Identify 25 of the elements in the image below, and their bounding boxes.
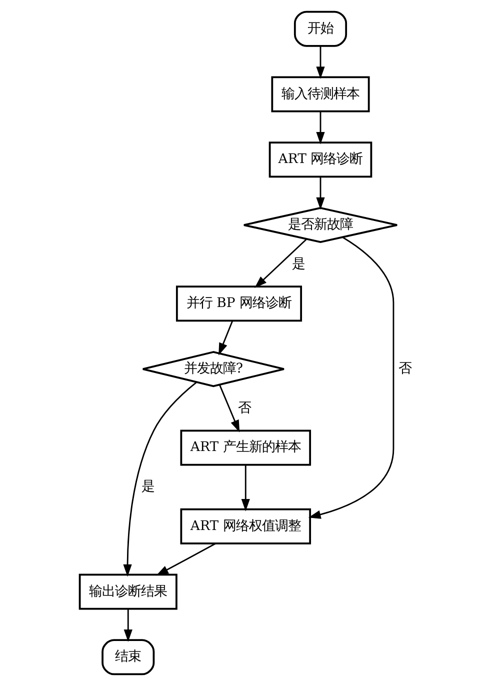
node-diamond: 并发故障? xyxy=(141,351,284,388)
arrow xyxy=(156,542,216,576)
edge-label: 否 xyxy=(398,362,411,377)
node-box: 输入待测样本 xyxy=(270,76,370,112)
node-box: ART 产生新的样本 xyxy=(180,430,311,466)
node-box: 并行 BP 网络诊断 xyxy=(175,286,302,322)
edge-label: 是 xyxy=(141,480,154,495)
arrow xyxy=(254,238,306,288)
node-box: ART 网络诊断 xyxy=(268,142,372,178)
arrow xyxy=(218,384,240,432)
node-box: 开始 xyxy=(293,10,347,47)
edge-label: 是 xyxy=(292,256,305,272)
arrow xyxy=(316,112,324,144)
arrow xyxy=(240,464,250,512)
edge-label: 否 xyxy=(238,400,251,416)
node-box: 输出诊断结果 xyxy=(78,574,177,610)
node-box: 结束 xyxy=(101,639,154,676)
node-box: ART 网络权值调整 xyxy=(180,508,311,544)
node-diamond: 是否新故障 xyxy=(242,206,398,244)
arrow xyxy=(122,382,197,577)
arrow xyxy=(218,320,233,356)
arrow xyxy=(123,609,132,642)
arrow xyxy=(316,46,324,79)
arrow xyxy=(308,236,394,519)
arrow xyxy=(316,176,324,210)
